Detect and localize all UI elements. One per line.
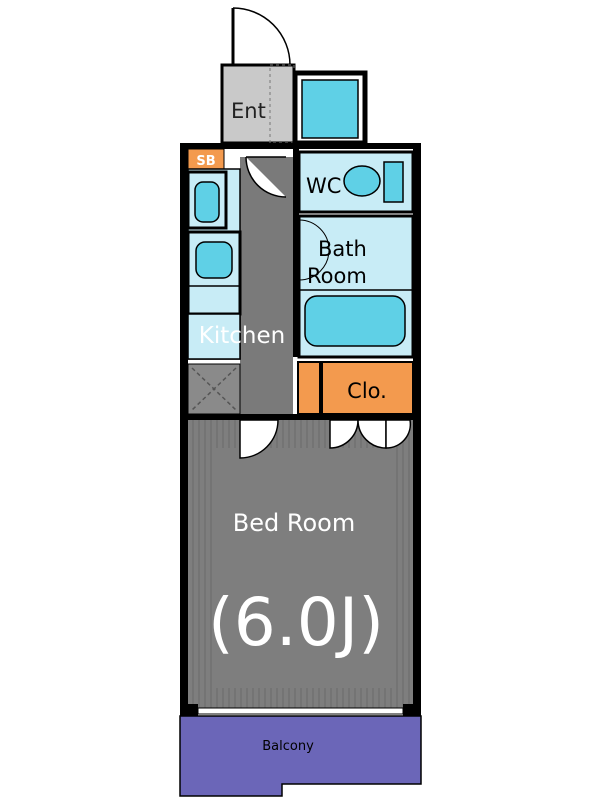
bedroom-floor-inner xyxy=(212,448,392,688)
closet-doors xyxy=(329,419,412,449)
wall-bottom-left xyxy=(180,704,198,716)
bedroom-label: Bed Room xyxy=(233,509,355,537)
hall-closet-small xyxy=(297,361,321,415)
bathtub xyxy=(304,295,406,347)
bath-door xyxy=(298,219,330,281)
stove-area xyxy=(187,313,241,360)
wall-top xyxy=(180,143,421,149)
entrance-label: Ent xyxy=(231,99,266,123)
closet xyxy=(321,361,414,415)
wet-area-wall xyxy=(293,149,299,357)
bath-label-line1: Bath xyxy=(318,237,367,261)
balcony-label: Balcony xyxy=(262,739,314,754)
entrance-door xyxy=(231,7,291,66)
corridor-floor xyxy=(240,149,293,417)
toilet-tank xyxy=(383,161,404,203)
fridge-slot xyxy=(194,181,220,223)
wall-bedroom-top xyxy=(180,414,421,420)
shoe-box-label: SB xyxy=(196,154,215,169)
bedroom-size: (6.0J) xyxy=(208,584,384,661)
kitchen-label: Kitchen xyxy=(199,323,285,349)
hall-door xyxy=(240,149,293,198)
wall-left xyxy=(180,143,188,713)
sink-basin xyxy=(195,241,233,279)
balcony-window xyxy=(197,707,404,715)
bath-label-line2: Room xyxy=(307,264,367,288)
storage-cross-b xyxy=(191,367,237,411)
wall-bottom-right xyxy=(403,704,421,716)
balcony xyxy=(179,715,422,797)
washer-pan xyxy=(301,79,359,139)
wall-right xyxy=(413,143,421,713)
toilet-bowl xyxy=(343,165,381,197)
bedroom-door xyxy=(239,419,279,459)
closet-label: Clo. xyxy=(347,379,387,403)
wc-label: WC xyxy=(306,174,341,198)
